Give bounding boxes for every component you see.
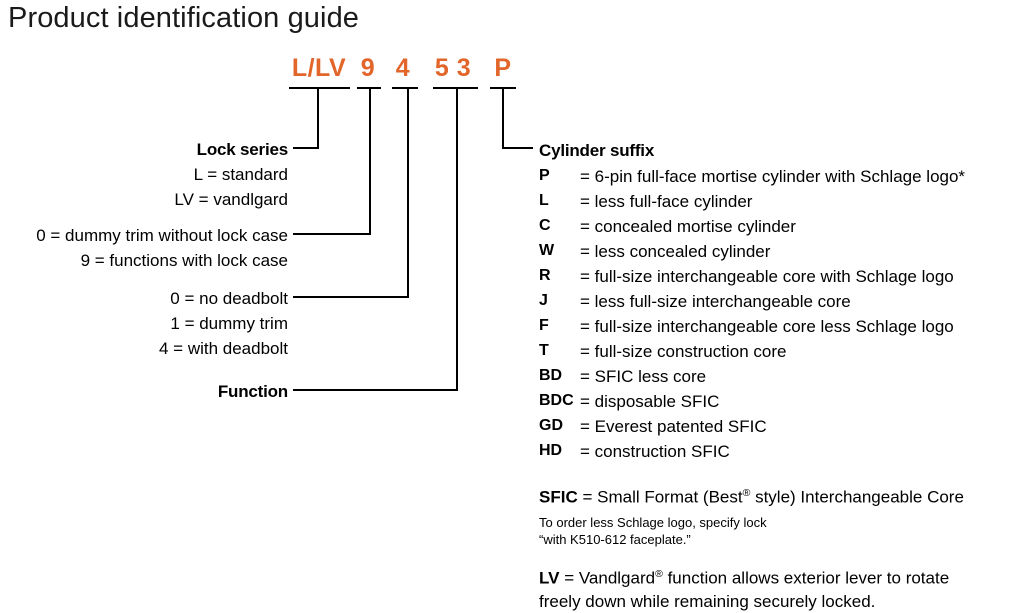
cylinder-suffix-row: C = concealed mortise cylinder	[539, 217, 1021, 238]
footnote-sfic-key: SFIC	[539, 487, 578, 507]
footnote-vandlgard: LV = Vandlgard® function allows exterior…	[539, 563, 1021, 613]
cylinder-suffix-description: = less concealed cylinder	[580, 242, 771, 261]
cylinder-suffix-key: BD	[539, 367, 563, 384]
product-code-segment: 5 3	[434, 54, 472, 82]
cylinder-suffix-row: BDC = disposable SFIC	[539, 392, 1021, 413]
leader-lock-case	[293, 88, 371, 235]
cylinder-suffix-row: GD = Everest patented SFIC	[539, 417, 1021, 438]
footnote-lv-key: LV	[539, 568, 560, 588]
cylinder-suffix-key: C	[539, 217, 551, 234]
leader-lock-series	[293, 88, 319, 149]
cylinder-suffix-key: P	[539, 167, 550, 184]
left-column-entry: LV = vandlgard	[174, 190, 288, 209]
left-column-entry: 0 = no deadbolt	[170, 289, 288, 308]
cylinder-suffix-heading: Cylinder suffix	[539, 141, 655, 160]
cylinder-suffix-row: T = full-size construction core	[539, 342, 1021, 363]
product-code-segment: P	[494, 54, 512, 82]
footnote-lv-line-2: freely down while remaining securely loc…	[539, 591, 876, 611]
left-column-entry: 0 = dummy trim without lock case	[36, 226, 288, 245]
left-column-entry: 4 = with deadbolt	[158, 339, 288, 358]
footnote-sfic-tail: style) Interchangeable Core	[750, 487, 964, 507]
cylinder-suffix-row: L = less full-face cylinder	[539, 192, 1021, 213]
cylinder-suffix-row: P = 6-pin full-face mortise cylinder with…	[539, 167, 1021, 188]
cylinder-suffix-description: = disposable SFIC	[580, 392, 720, 411]
footnote-lv-text-b: function allows exterior lever to rotate	[662, 568, 950, 588]
product-code-segment: 4	[395, 54, 411, 82]
cylinder-suffix-key: R	[539, 267, 551, 284]
footnote-lv-text: = Vandlgard	[559, 568, 656, 588]
left-column-heading: Function	[217, 382, 288, 401]
cylinder-suffix-description: = Everest patented SFIC	[580, 417, 767, 436]
cylinder-suffix-description: = full-size interchangeable core with Sc…	[580, 267, 954, 286]
footnote-order-note: To order less Schlage logo, specify lock…	[539, 514, 1021, 548]
footnote-sfic-rest: = Small Format (Best	[577, 487, 743, 507]
registered-mark-icon: ®	[742, 487, 751, 499]
left-column-heading: Lock series	[196, 140, 289, 159]
product-code-segment: 9	[360, 54, 376, 82]
left-column-entry: 1 = dummy trim	[170, 314, 288, 333]
cylinder-suffix-key: L	[539, 192, 549, 209]
cylinder-suffix-row: J = less full-size interchangeable core	[539, 292, 1021, 313]
leader-function	[293, 88, 458, 391]
leader-cylinder-suffix	[502, 88, 533, 149]
order-note-line-2: “with K510-612 faceplate.”	[539, 532, 691, 547]
leader-deadbolt	[293, 88, 409, 298]
cylinder-suffix-row: R = full-size interchangeable core with S…	[539, 267, 1021, 288]
cylinder-suffix-row: F = full-size interchangeable core less S…	[539, 317, 1021, 338]
cylinder-suffix-key: HD	[539, 442, 563, 459]
page-title: Product identification guide	[8, 2, 360, 34]
cylinder-suffix-description: = less full-face cylinder	[580, 192, 753, 211]
cylinder-suffix-key: BDC	[539, 392, 574, 409]
cylinder-suffix-description: = less full-size interchangeable core	[580, 292, 851, 311]
cylinder-suffix-key: W	[539, 242, 555, 259]
cylinder-suffix-key: T	[539, 342, 549, 359]
product-code-segment: L/LV	[291, 54, 347, 82]
cylinder-suffix-description: = SFIC less core	[580, 367, 707, 386]
cylinder-suffix-row: W = less concealed cylinder	[539, 242, 1021, 263]
order-note-line-1: To order less Schlage logo, specify lock	[539, 515, 767, 530]
cylinder-suffix-key: GD	[539, 417, 563, 434]
footnote-sfic: SFIC = Small Format (Best® style) Interc…	[539, 487, 1021, 508]
cylinder-suffix-description: = construction SFIC	[580, 442, 730, 461]
left-column-entry: L = standard	[193, 165, 288, 184]
cylinder-suffix-key: F	[539, 317, 549, 334]
left-column-entry: 9 = functions with lock case	[80, 251, 288, 270]
cylinder-suffix-description: = full-size interchangeable core less Sc…	[580, 317, 954, 336]
cylinder-suffix-description: = full-size construction core	[580, 342, 787, 361]
cylinder-suffix-row: BD = SFIC less core	[539, 367, 1021, 388]
cylinder-suffix-description: = concealed mortise cylinder	[580, 217, 796, 236]
registered-mark-icon: ®	[655, 568, 663, 580]
cylinder-suffix-description: = 6-pin full-face mortise cylinder with …	[580, 167, 966, 186]
cylinder-suffix-row: HD = construction SFIC	[539, 442, 1021, 463]
cylinder-suffix-key: J	[539, 292, 548, 309]
